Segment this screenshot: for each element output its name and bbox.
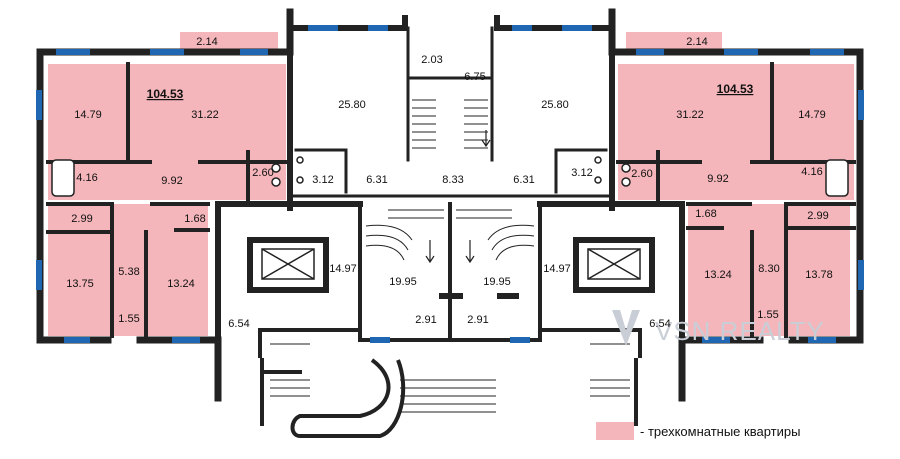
total-area-left: 104.53 xyxy=(147,87,184,101)
room-small-left: 1.55 xyxy=(118,313,139,325)
room-wc-center-left: 3.12 xyxy=(312,174,333,186)
room-lobby-right: 14.97 xyxy=(543,263,571,275)
room-vestibule-right: 6.54 xyxy=(649,318,670,330)
room-bathroom-left: 4.16 xyxy=(76,172,97,184)
left-apartment-labels: 104.53 2.14 14.79 31.22 4.16 9.92 2.60 2… xyxy=(66,36,273,325)
toilet-icon xyxy=(271,156,631,187)
room-closet2-left: 1.68 xyxy=(184,213,205,225)
room-top-a: 2.03 xyxy=(421,54,442,66)
room-bedroom-se-right: 13.78 xyxy=(805,269,833,281)
entrance-ramp xyxy=(290,358,406,438)
balcony-left: 2.14 xyxy=(196,36,217,48)
windows xyxy=(36,25,864,343)
room-closet2-right: 1.68 xyxy=(695,208,716,220)
room-center-right: 25.80 xyxy=(541,99,569,111)
room-center-left: 25.80 xyxy=(338,99,366,111)
room-hall-center: 8.33 xyxy=(442,174,463,186)
room-corridor-right: 8.30 xyxy=(758,263,779,275)
apartment-fill-left xyxy=(48,32,286,336)
room-small-right: 1.55 xyxy=(757,309,778,321)
room-corridor-left: 5.38 xyxy=(118,266,139,278)
room-wc-left: 2.60 xyxy=(252,167,273,179)
watermark-logo-icon xyxy=(612,310,640,346)
room-top-b: 6.75 xyxy=(464,71,485,83)
total-area-right: 104.53 xyxy=(717,82,754,96)
watermark-text: VSN REALTY xyxy=(655,316,825,346)
balcony-right: 2.14 xyxy=(686,36,707,48)
room-stair-right: 19.95 xyxy=(483,276,511,288)
room-stair-left: 19.95 xyxy=(389,276,417,288)
stair-steps xyxy=(270,99,630,413)
room-living-right: 31.22 xyxy=(676,109,704,121)
room-niche-right: 2.91 xyxy=(467,314,488,326)
room-bedroom-sw-left: 13.75 xyxy=(66,278,94,290)
room-hall-center-left: 6.31 xyxy=(366,174,387,186)
room-living-left: 31.22 xyxy=(191,109,219,121)
room-hall-right: 9.92 xyxy=(707,173,728,185)
room-bedroom-s-right: 13.24 xyxy=(704,269,732,281)
room-niche-left: 2.91 xyxy=(415,314,436,326)
legend: - трехкомнатные квартиры xyxy=(596,420,800,442)
elevator-symbols xyxy=(261,248,641,280)
room-vestibule-left: 6.54 xyxy=(228,318,249,330)
watermark: VSN REALTY xyxy=(612,310,825,346)
room-closet-right: 2.99 xyxy=(807,210,828,222)
room-bedroom-s-left: 13.24 xyxy=(167,278,195,290)
room-hall-left: 9.92 xyxy=(161,175,182,187)
room-bathroom-right: 4.16 xyxy=(801,166,822,178)
room-bedroom-ne-right: 14.79 xyxy=(798,109,826,121)
stair-arrows xyxy=(425,130,491,264)
bathtub-icon xyxy=(51,159,849,197)
legend-label: - трехкомнатные квартиры xyxy=(640,423,801,439)
legend-swatch xyxy=(596,422,634,440)
room-closet-left: 2.99 xyxy=(71,213,92,225)
room-wc-right: 2.60 xyxy=(631,168,652,180)
right-apartment-labels: 104.53 2.14 31.22 14.79 2.60 9.92 4.16 1… xyxy=(631,36,832,321)
center-labels: 25.80 25.80 2.03 6.75 3.12 6.31 8.33 6.3… xyxy=(228,54,670,330)
room-hall-center-right: 6.31 xyxy=(513,174,534,186)
room-lobby-left: 14.97 xyxy=(329,263,357,275)
room-bedroom-nw-left: 14.79 xyxy=(74,109,102,121)
room-wc-center-right: 3.12 xyxy=(571,167,592,179)
